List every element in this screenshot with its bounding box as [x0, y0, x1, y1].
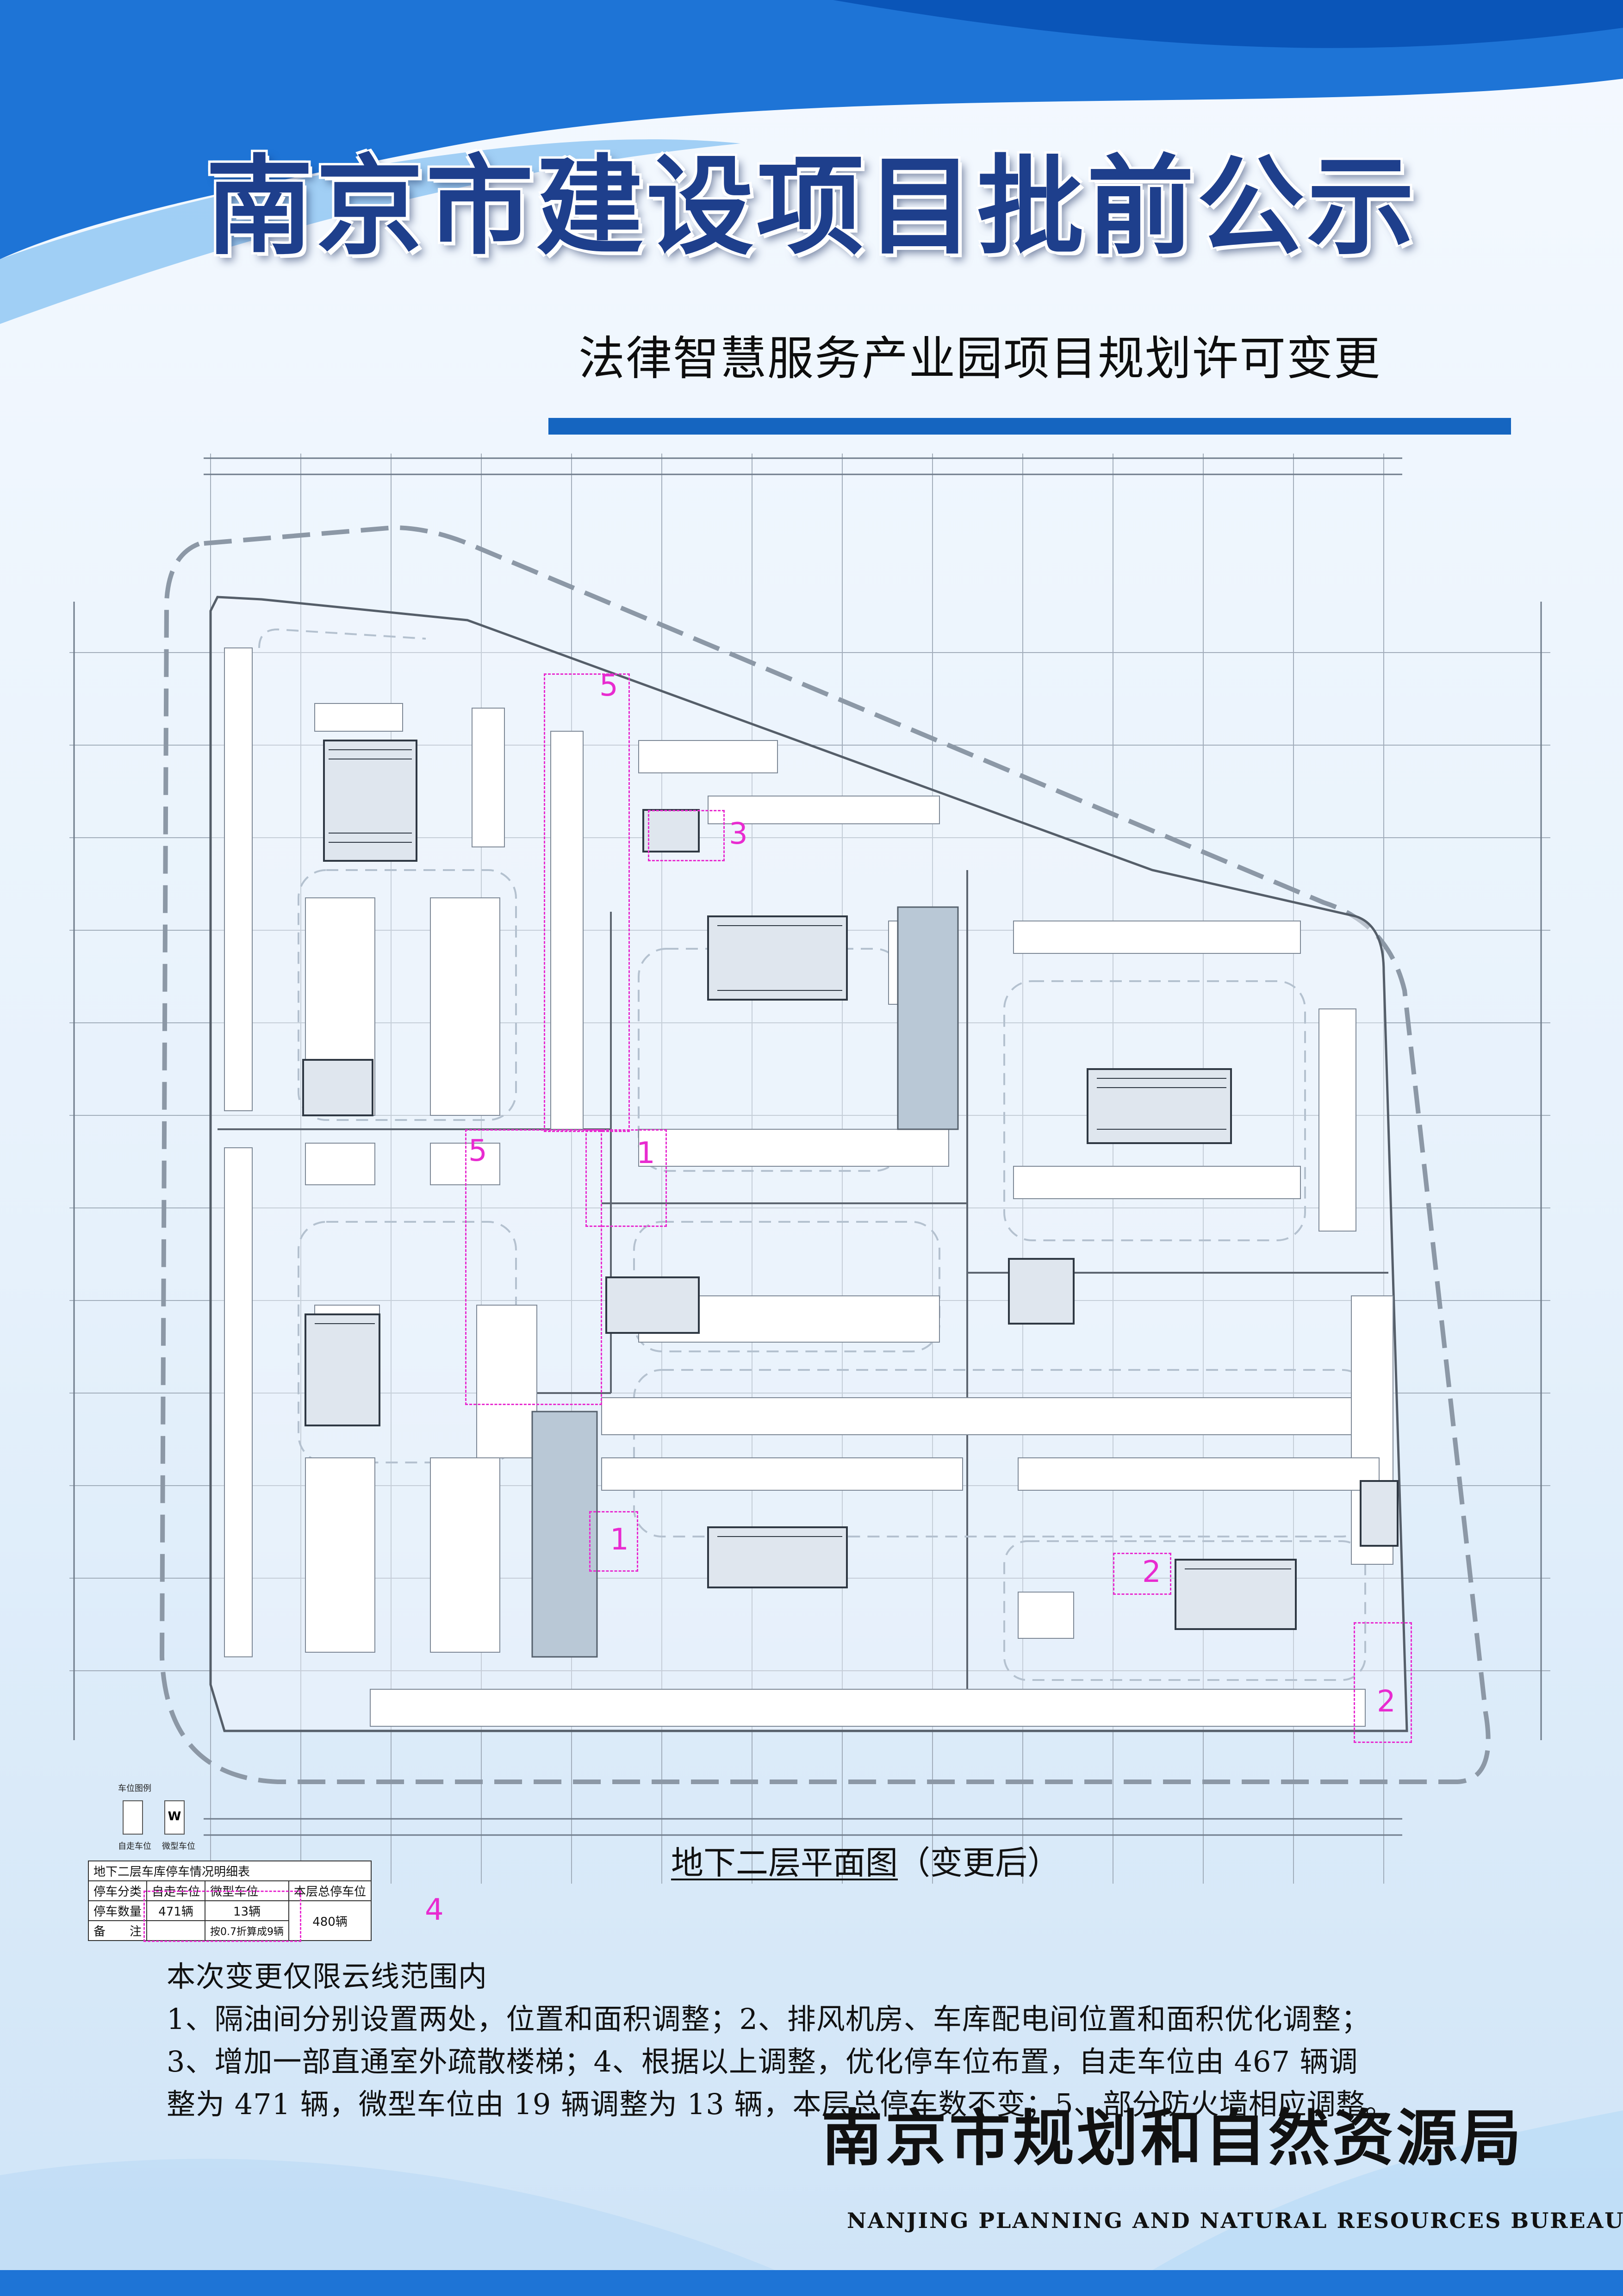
- revision-number-2-middle: 2: [1142, 1555, 1161, 1589]
- plan-caption-main: 地下二层平面图: [671, 1844, 898, 1882]
- revision-number-5-lower: 5: [468, 1134, 487, 1168]
- revision-cloud-5-upper: [544, 673, 630, 1132]
- legend-standard-label: 自走车位: [118, 1842, 151, 1851]
- subtitle-underline-bar: [548, 418, 1511, 435]
- revision-cloud-3: [648, 810, 725, 861]
- table-cell: [146, 1920, 206, 1941]
- revision-number-4: 4: [425, 1893, 444, 1927]
- revision-cloud-2-middle: [1113, 1553, 1171, 1595]
- table-title: 地下二层车库停车情况明细表: [87, 1860, 372, 1881]
- micro-stall-mark: W: [168, 1810, 181, 1823]
- plan-caption: 地下二层平面图（变更后）: [671, 1847, 1060, 1879]
- revision-cloud-5-lower: [465, 1129, 602, 1405]
- parking-stalls: [224, 647, 1393, 1727]
- plan-caption-suffix: （变更后）: [898, 1844, 1060, 1882]
- legend-micro-label: 微型车位: [162, 1842, 195, 1851]
- legend-title: 车位图例: [118, 1784, 151, 1793]
- notes-intro: 本次变更仅限云线范围内: [167, 1960, 488, 1993]
- table-cell: 480辆: [288, 1900, 372, 1941]
- notes-line: 整为 471 辆，微型车位由 19 辆调整为 13 辆，本层总停车数不变；5、部…: [167, 2087, 1394, 2121]
- change-notes: 本次变更仅限云线范围内 1、隔油间分别设置两处，位置和面积调整；2、排风机房、车…: [167, 1955, 1462, 2126]
- cores-stairs: [302, 740, 1399, 1630]
- revision-number-3: 3: [729, 817, 748, 851]
- revision-cloud-1-lower: [589, 1511, 638, 1572]
- revision-number-1-lower: 1: [610, 1523, 629, 1557]
- standard-stall-symbol: [123, 1800, 143, 1835]
- ramps: [531, 906, 959, 1658]
- revision-number-2-right: 2: [1377, 1685, 1396, 1719]
- stall-legend: 车位图例 W 自走车位 微型车位: [118, 1782, 220, 1860]
- core-hatching: [315, 749, 1291, 1569]
- agency-name-en: NANJING PLANNING AND NATURAL RESOURCES B…: [847, 2208, 1623, 2233]
- revision-cloud-2-right: [1354, 1622, 1412, 1743]
- revision-cloud-4: [143, 1891, 301, 1942]
- table-cell: 备 注: [87, 1920, 148, 1941]
- table-cell: 按0.7折算成9辆: [205, 1920, 290, 1941]
- table-header-cell: 停车分类: [87, 1880, 148, 1901]
- notes-line: 3、增加一部直通室外疏散楼梯；4、根据以上调整，优化停车位布置，自走车位由 46…: [167, 2045, 1358, 2078]
- table-header-cell: 本层总停车位: [288, 1880, 372, 1901]
- page-title: 南京市建设项目批前公示: [205, 143, 1418, 269]
- table-cell: 13辆: [205, 1900, 290, 1921]
- property-boundary: [159, 525, 1491, 1784]
- revision-number-5-upper: 5: [599, 669, 618, 703]
- micro-stall-symbol: W: [164, 1800, 185, 1835]
- revision-number-1-upper: 1: [636, 1136, 655, 1170]
- notes-line: 1、隔油间分别设置两处，位置和面积调整；2、排风机房、车库配电间位置和面积优化调…: [167, 2002, 1370, 2036]
- revision-cloud-1-upper: [585, 1129, 667, 1227]
- agency-name-cn: 南京市规划和自然资源局: [821, 2103, 1524, 2174]
- table-cell: 停车数量: [87, 1900, 148, 1921]
- dimension-lines: [73, 457, 1542, 1836]
- project-subtitle: 法律智慧服务产业园项目规划许可变更: [578, 331, 1381, 386]
- table-cell: 471辆: [146, 1900, 206, 1921]
